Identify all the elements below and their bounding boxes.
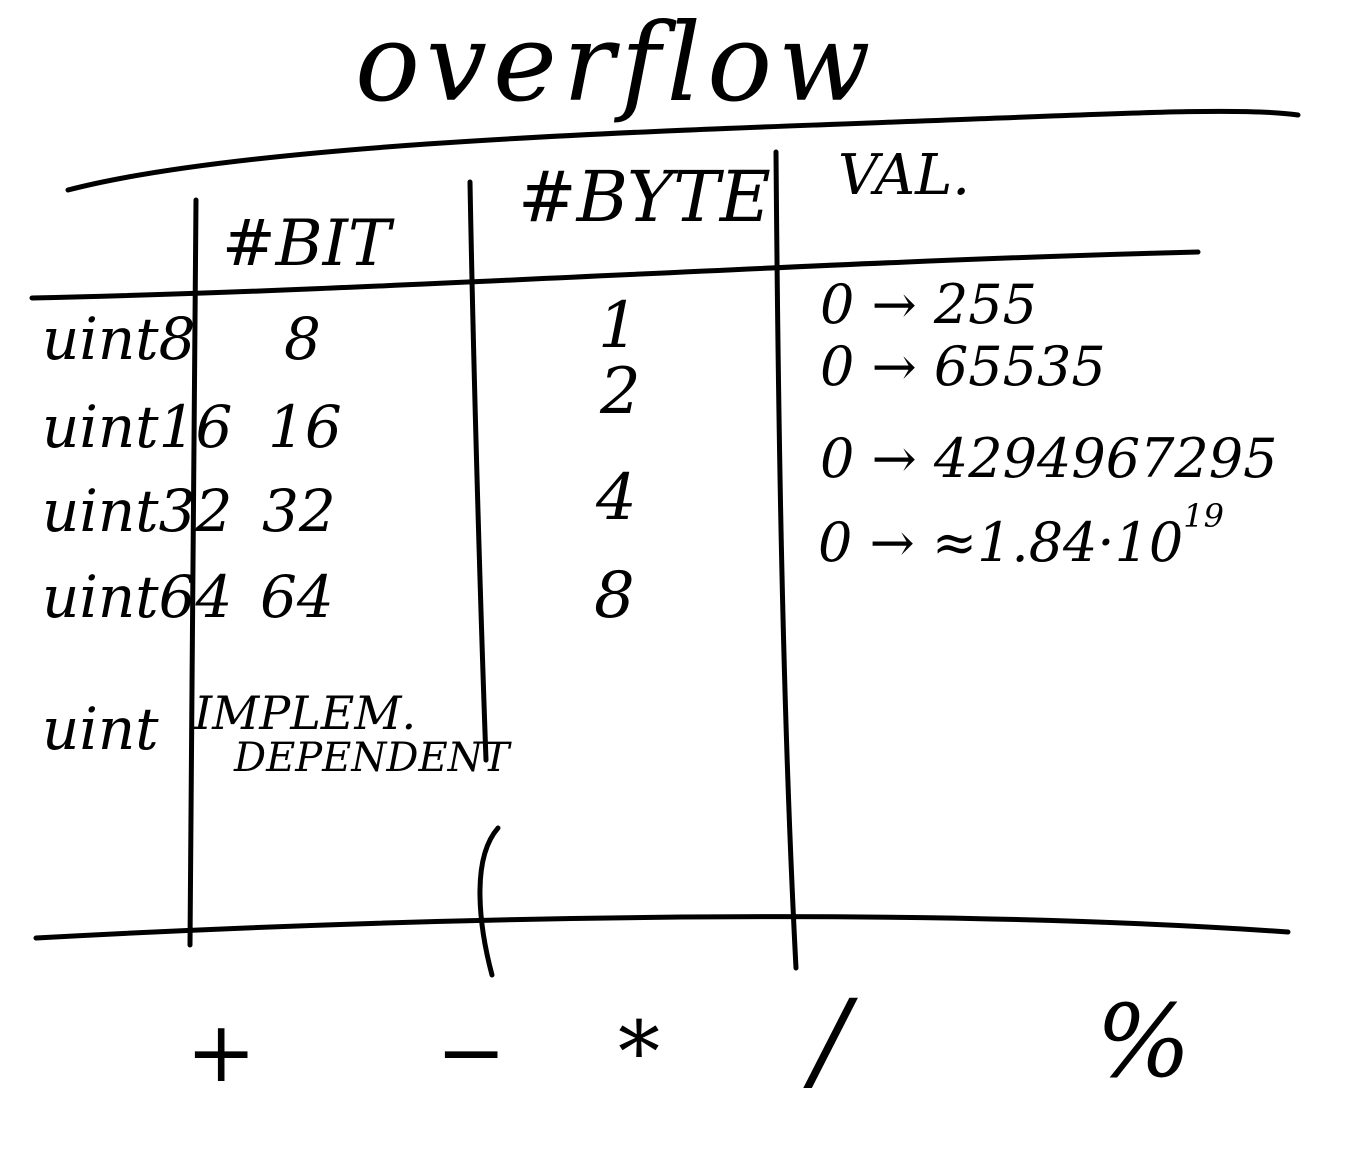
bits-uint64: 64 (260, 563, 334, 631)
operator-multiply: * (618, 1003, 660, 1101)
header-bits: #BIT (222, 207, 391, 281)
operator-minus: − (436, 1003, 507, 1101)
col-divider-1 (187, 197, 199, 948)
bytes-uint64: 8 (594, 559, 635, 633)
page-title: overflow (355, 1, 877, 126)
range-uint16: 0 → 65535 (820, 335, 1106, 398)
row-type-uint8: uint8 (42, 305, 196, 373)
range-uint64: 0 → ≈1.84·1019 (818, 500, 1224, 570)
bits-uint-line1: IMPLEM. (194, 686, 417, 740)
bytes-uint8: 1 (598, 289, 639, 363)
row-type-uint: uint (42, 695, 159, 763)
row-type-uint16: uint16 (42, 393, 233, 461)
bits-uint32: 32 (262, 477, 336, 545)
col-divider-2 (467, 179, 489, 763)
header-bytes: #BYTE (518, 156, 771, 238)
range-uint8: 0 → 255 (820, 273, 1038, 336)
bytes-uint16: 2 (600, 355, 641, 429)
operator-divide: / (812, 976, 850, 1104)
bits-uint16: 16 (268, 393, 342, 461)
bottom-line (33, 914, 1291, 941)
bytes-uint32: 4 (596, 461, 637, 535)
bits-uint-line2: DEPENDENT (234, 735, 510, 781)
col-divider-3 (773, 149, 799, 971)
range-uint64-exponent: 19 (1183, 497, 1225, 535)
header-values: VAL. (838, 143, 971, 208)
operator-plus: + (186, 1003, 257, 1101)
col-divider-2b (477, 825, 501, 978)
range-uint32: 0 → 4294967295 (820, 427, 1278, 490)
range-uint64-base: 0 → ≈1.84·10 (818, 511, 1184, 574)
row-type-uint32: uint32 (42, 477, 233, 545)
bits-uint8: 8 (284, 305, 321, 373)
operator-modulo: % (1096, 983, 1192, 1100)
title-underline (65, 108, 1301, 193)
row-type-uint64: uint64 (42, 563, 233, 631)
